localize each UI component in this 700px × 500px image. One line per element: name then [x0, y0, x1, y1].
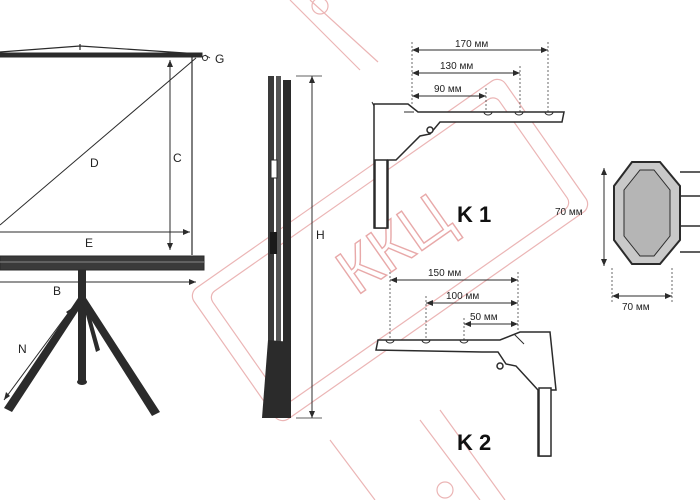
- label-n: N: [18, 342, 27, 356]
- k2-arm: [375, 331, 557, 457]
- profile-width-label: 70 мм: [622, 302, 650, 313]
- screen-top-rail: [0, 52, 203, 58]
- profile-height-label: 70 мм: [555, 207, 583, 218]
- k1-dim-90: 90 мм: [434, 84, 462, 95]
- watermark: [191, 0, 589, 500]
- k2-bracket: [375, 272, 557, 457]
- label-d: D: [90, 156, 99, 170]
- label-h: H: [316, 228, 325, 242]
- profile-section: [601, 161, 700, 302]
- diagonal-d-line: [0, 57, 197, 226]
- k1-title: K 1: [457, 202, 491, 227]
- k2-title: K 2: [457, 430, 491, 455]
- k1-bracket: [371, 42, 565, 229]
- label-g: G: [215, 52, 224, 66]
- k1-dim-170: 170 мм: [455, 39, 488, 50]
- label-c: C: [173, 151, 182, 165]
- label-b: B: [53, 284, 61, 298]
- screen-case: [0, 255, 205, 271]
- k2-dim-100: 100 мм: [446, 291, 479, 302]
- folded-stand: [262, 75, 322, 419]
- tripod-screen: [0, 44, 211, 416]
- label-e: E: [85, 236, 93, 250]
- watermark-text: ККЦ: [323, 179, 464, 308]
- k1-dim-130: 130 мм: [440, 61, 473, 72]
- tripod: [4, 270, 160, 416]
- k2-dim-150: 150 мм: [428, 268, 461, 279]
- k2-dim-50: 50 мм: [470, 312, 498, 323]
- dimension-n-line: [3, 307, 73, 401]
